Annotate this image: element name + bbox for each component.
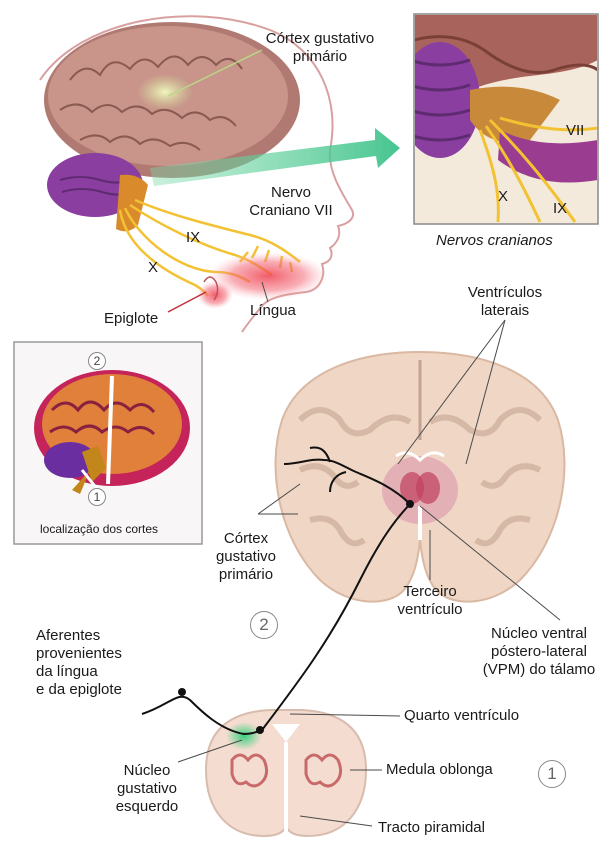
cranial-nerves-caption: Nervos cranianos <box>436 232 553 249</box>
zoom-arrow <box>150 128 400 186</box>
top-pointers <box>167 49 269 313</box>
tongue-region <box>197 252 328 309</box>
inset-vii-label: VII <box>566 122 585 139</box>
bottom-pointers <box>177 319 561 827</box>
tongue-label: Língua <box>250 302 296 319</box>
inset-ix-label: IX <box>553 200 568 217</box>
cranial-nerve-vii-label: Nervo Craniano VII <box>249 184 333 219</box>
coronal-section <box>274 350 566 603</box>
coronal-marker: 2 <box>250 611 278 639</box>
coronal-cortex-label: Córtex gustativo primário <box>215 530 277 583</box>
nerve-ix-label: IX <box>186 229 201 246</box>
afferents-label: Aferentes provenientes da língua e da ep… <box>36 627 122 698</box>
fourth-ventricle-label: Quarto ventrículo <box>404 707 520 724</box>
lateral-ventricles-label: Ventrículos laterais <box>467 284 543 319</box>
taste-pathway <box>141 446 411 736</box>
nerve-x-label: X <box>148 259 159 276</box>
gustatory-nucleus-label: Núcleo gustativo esquerdo <box>115 762 179 815</box>
inset-x-label: X <box>498 188 509 205</box>
primary-gustatory-cortex-label: Córtex gustativo primário <box>265 30 375 65</box>
vpm-thalamus-label: Núcleo ventral póstero-lateral (VPM) do … <box>482 625 596 678</box>
brain-sagittal <box>44 22 300 232</box>
medulla-section <box>204 709 368 838</box>
section-location-inset <box>13 341 203 545</box>
section-location-caption: localização dos cortes <box>40 522 159 536</box>
section-marker-bottom: 1 <box>88 488 106 506</box>
cranial-nerves-inset <box>413 13 599 225</box>
pyramidal-tract-label: Tracto piramidal <box>378 819 485 836</box>
medulla-oblongata-label: Medula oblonga <box>386 761 493 778</box>
section-marker-top: 2 <box>88 352 106 370</box>
pathway-dots <box>178 500 414 734</box>
third-ventricle-label: Terceiro ventrículo <box>397 583 463 618</box>
medulla-marker: 1 <box>538 760 566 788</box>
epiglottis-label: Epiglote <box>104 310 159 327</box>
